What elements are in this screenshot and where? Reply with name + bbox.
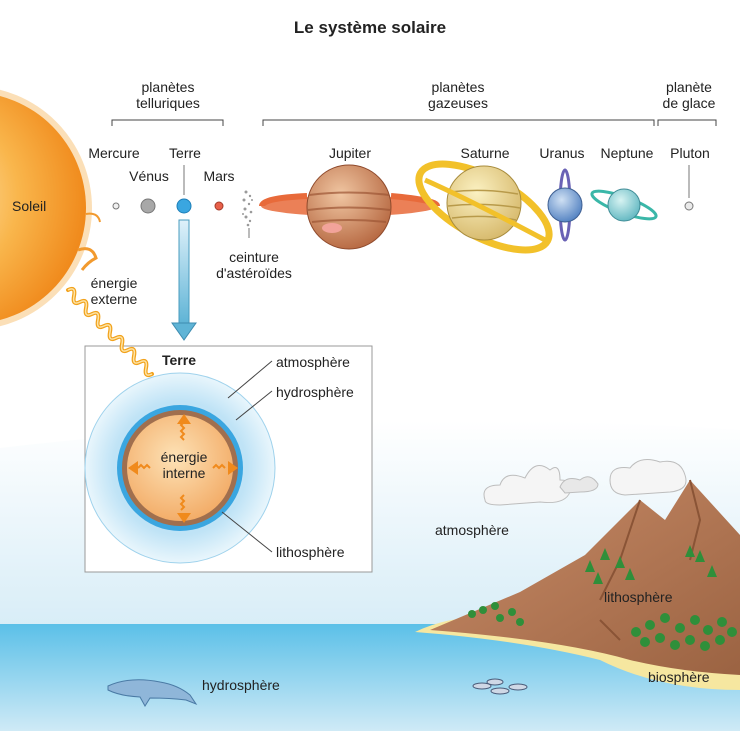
internal-energy-arrows	[128, 414, 238, 523]
saturn-label: Saturne	[460, 145, 510, 161]
bracket-ice	[657, 119, 717, 126]
earth-box-title: Terre	[162, 352, 196, 368]
earth-label: Terre	[169, 145, 201, 161]
bracket-gaseous	[262, 119, 655, 126]
pluto	[684, 201, 694, 211]
neptune	[590, 188, 658, 222]
asteroid-belt	[242, 190, 253, 227]
mountain	[430, 480, 740, 675]
external-energy-wave-highlight	[67, 288, 153, 376]
earth-box-atmosphere-label: atmosphère	[276, 354, 350, 370]
earth-box-lithosphere-label: lithosphère	[276, 544, 345, 560]
pluto-label: Pluton	[670, 145, 710, 161]
sun	[0, 89, 101, 327]
landscape-biosphere-label: biosphère	[648, 669, 710, 685]
neptune-label: Neptune	[600, 145, 654, 161]
mars	[214, 201, 224, 211]
landscape-lithosphere-label: lithosphère	[604, 589, 673, 605]
fish	[472, 678, 528, 695]
diagram-title: Le système solaire	[293, 18, 447, 37]
sun-label: Soleil	[12, 198, 47, 214]
mercury-label: Mercure	[88, 145, 140, 161]
mercury	[112, 202, 120, 210]
uranus-label: Uranus	[539, 145, 585, 161]
venus-label: Vénus	[129, 168, 169, 184]
jupiter	[259, 164, 440, 250]
earth-cross-section	[84, 372, 276, 564]
venus	[140, 198, 156, 214]
trees	[468, 545, 737, 651]
jupiter-label: Jupiter	[328, 145, 372, 161]
dolphin	[107, 679, 198, 707]
earth-layer-leaders	[221, 360, 273, 553]
earth	[176, 198, 192, 214]
landscape-atmosphere-label: atmosphère	[435, 522, 509, 538]
landscape-hydrosphere-label: hydrosphère	[202, 677, 280, 693]
uranus	[547, 168, 583, 242]
planet-leaders	[183, 165, 690, 238]
earth-zoom-arrow	[171, 219, 197, 341]
mars-label: Mars	[203, 168, 235, 184]
cloud	[483, 459, 687, 506]
bracket-telluric	[111, 119, 224, 126]
saturn	[415, 160, 553, 254]
earth-box-hydrosphere-label: hydrosphère	[276, 384, 354, 400]
